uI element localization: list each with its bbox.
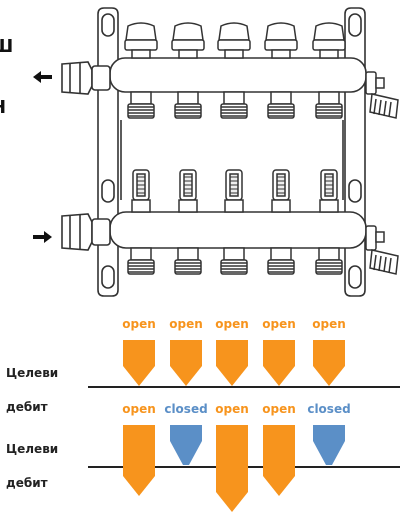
flow-meter-icon: [132, 169, 150, 201]
row1-label: Целеви дебит: [6, 366, 59, 414]
state-label: open: [262, 402, 296, 416]
open-flow-arrow: [263, 340, 295, 386]
open-flow-arrow: [216, 340, 248, 386]
closed-flow-arrow: [170, 425, 202, 465]
manifold-illustration: [33, 7, 399, 297]
circuit-2: [171, 22, 205, 275]
valve-handwheel-icon: [365, 225, 399, 275]
side-glyph-1: Ш: [0, 36, 14, 57]
arrow-left-icon: [33, 71, 52, 83]
circuit-5: [312, 22, 346, 275]
row2-label: Целеви дебит: [6, 442, 59, 490]
open-flow-arrow: [313, 340, 345, 386]
open-flow-arrow: [263, 425, 295, 496]
flow-meter-icon: [272, 169, 290, 201]
state-label: open: [215, 402, 249, 416]
state-label: closed: [307, 402, 351, 416]
state-label: open: [312, 317, 346, 331]
flow-meter-icon: [225, 169, 243, 201]
flow-meter-icon: [320, 169, 338, 201]
state-label: open: [169, 317, 203, 331]
flow-meter-icon: [179, 169, 197, 201]
circuit-3: [217, 22, 251, 275]
closed-flow-arrow: [313, 425, 345, 465]
circuit-1: [124, 22, 158, 275]
side-glyph-2: Н: [0, 97, 6, 118]
open-flow-arrow: [123, 340, 155, 386]
state-label: open: [122, 402, 156, 416]
arrow-right-icon: [33, 231, 52, 243]
state-label: open: [262, 317, 296, 331]
circuit-4: [264, 22, 298, 275]
row1-target-line: [88, 386, 400, 388]
open-flow-arrow: [170, 340, 202, 386]
state-label: open: [215, 317, 249, 331]
valve-handwheel-icon: [365, 71, 399, 119]
state-label: open: [122, 317, 156, 331]
open-flow-arrow: [123, 425, 155, 496]
state-label: closed: [164, 402, 208, 416]
open-flow-arrow: [216, 425, 248, 512]
